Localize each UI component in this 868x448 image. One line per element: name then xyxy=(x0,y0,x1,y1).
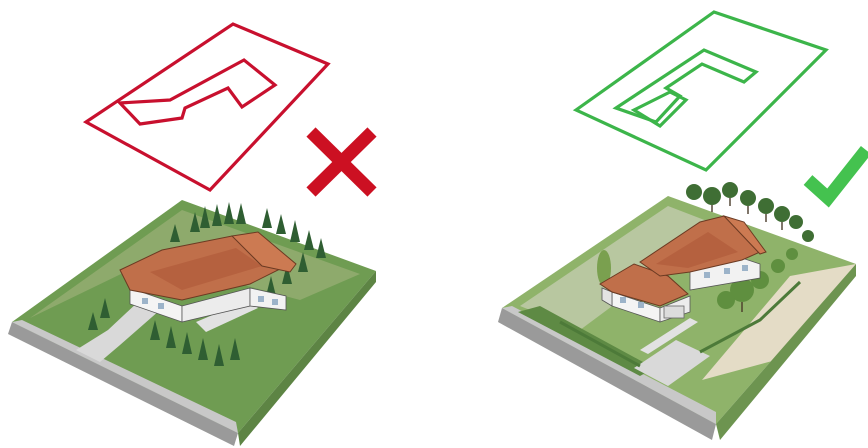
cross-mark-icon xyxy=(311,132,372,192)
left-building-footprint xyxy=(120,60,275,124)
left-panel-incorrect xyxy=(8,24,376,446)
left-site-block xyxy=(8,200,376,446)
right-garage-door xyxy=(664,306,684,318)
right-building-footprint-inner xyxy=(634,92,686,126)
right-plan-outline xyxy=(576,12,826,170)
right-panel-correct xyxy=(498,12,866,440)
check-mark-icon xyxy=(808,150,866,198)
right-plot-boundary xyxy=(576,12,826,170)
left-plan-outline xyxy=(86,24,328,190)
